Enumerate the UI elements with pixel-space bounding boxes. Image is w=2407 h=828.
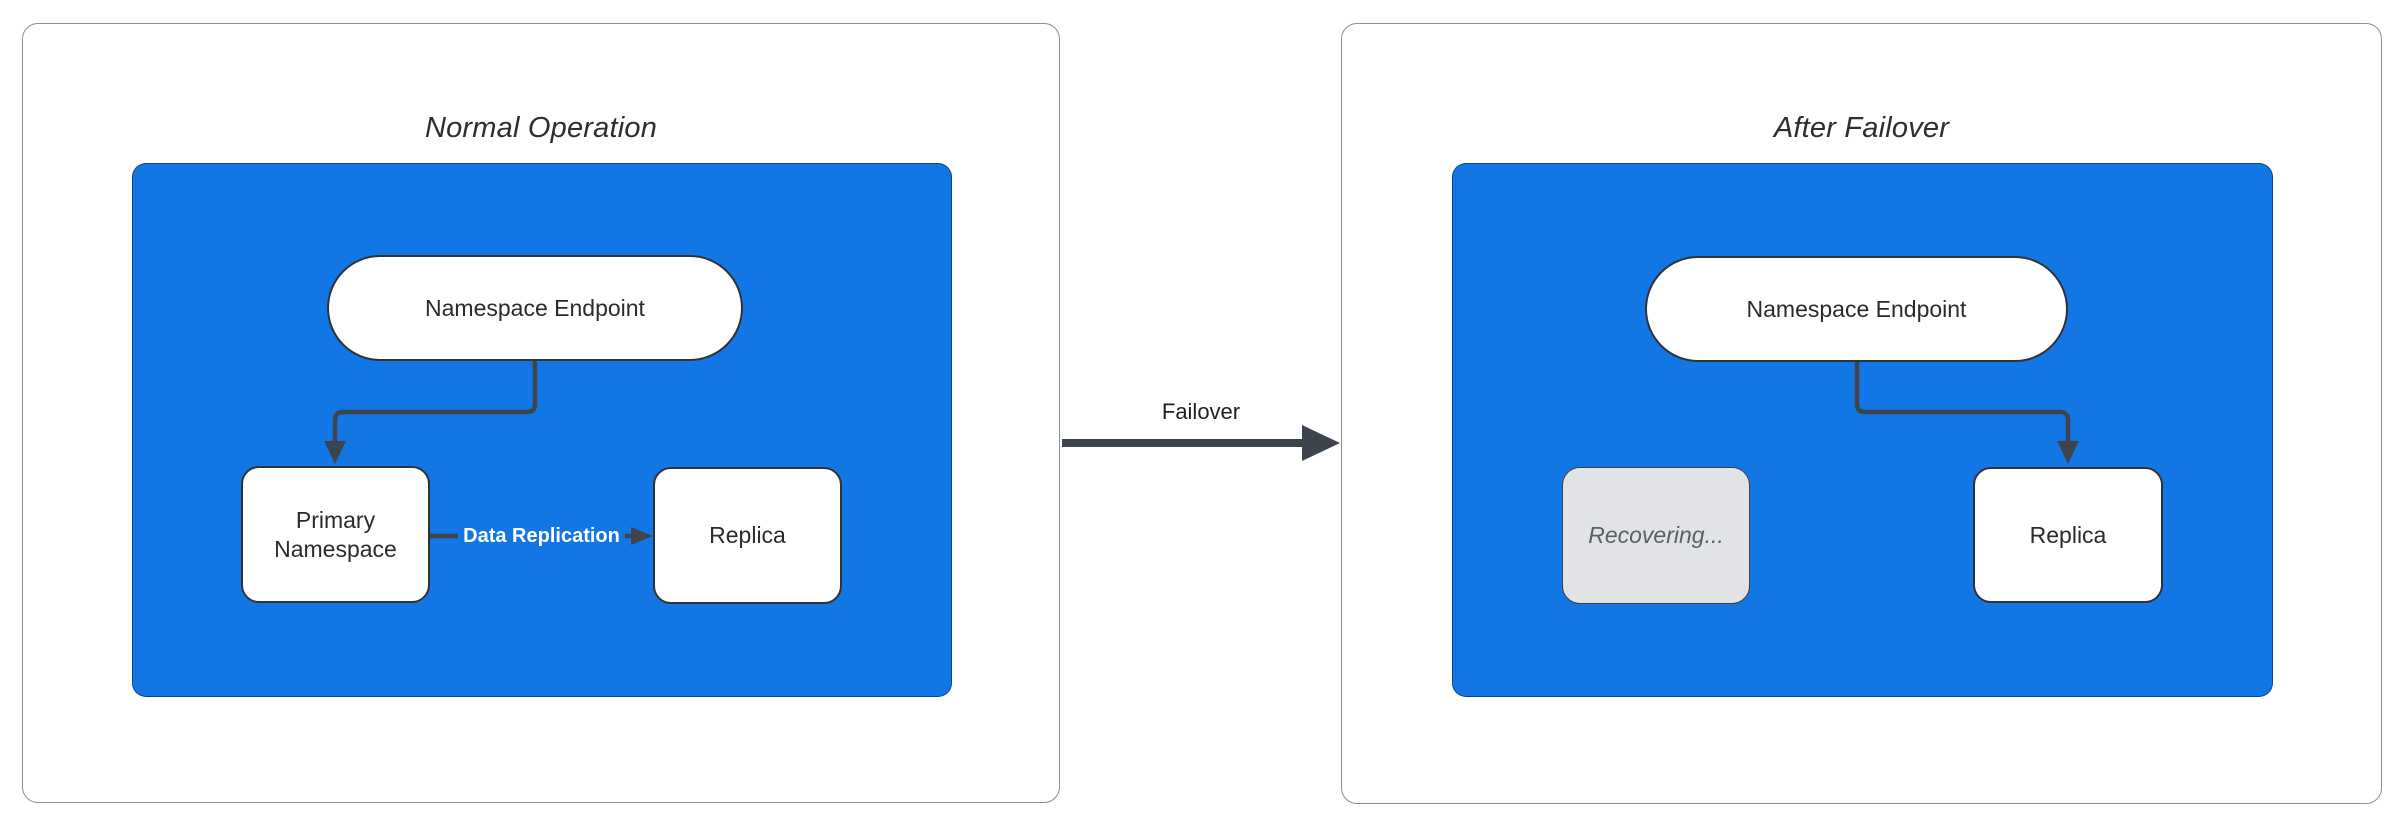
data-replication-label: Data Replication (458, 523, 625, 549)
replica-label: Replica (709, 522, 786, 549)
recovering-node: Recovering... (1562, 467, 1750, 604)
panel-title-after-failover: After Failover (1773, 112, 1950, 144)
namespace-endpoint-node-failover: Namespace Endpoint (1645, 256, 2068, 362)
failover-label: Failover (1161, 399, 1241, 424)
namespace-cluster-normal (132, 163, 952, 697)
replica-label: Replica (2029, 521, 2107, 548)
panel-title-normal-operation: Normal Operation (424, 112, 658, 144)
replica-node-normal: Replica (653, 467, 842, 604)
namespace-cluster-failover (1452, 163, 2273, 697)
failover-label-wrap: Failover (1062, 396, 1340, 428)
recovering-label: Recovering... (1588, 522, 1724, 549)
primary-namespace-label: Primary Namespace (274, 506, 397, 562)
failover-arrow (1062, 425, 1340, 461)
data-replication-label-wrap: Data Replication (430, 520, 653, 552)
namespace-endpoint-node-normal: Namespace Endpoint (327, 255, 743, 361)
replica-node-failover: Replica (1973, 467, 2163, 603)
namespace-endpoint-label: Namespace Endpoint (1746, 295, 1967, 322)
primary-namespace-node: Primary Namespace (241, 466, 430, 603)
namespace-endpoint-label: Namespace Endpoint (425, 294, 645, 321)
